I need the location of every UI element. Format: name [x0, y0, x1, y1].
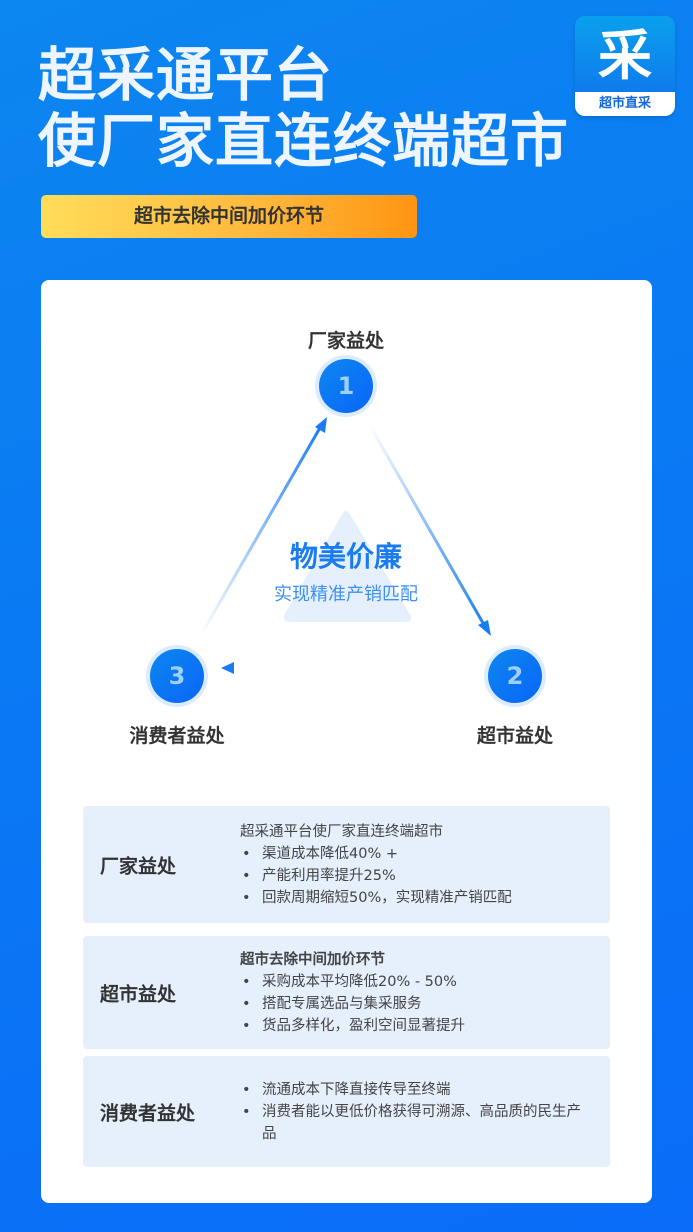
benefits-card: 1 2 3 厂家益处 超市益处 消费者益处 物美价廉 实现精准产销匹配 厂家益处… [41, 280, 652, 1203]
panel-supermarket: 超市益处 超市去除中间加价环节 采购成本平均降低20% - 50% 搭配专属选品… [83, 936, 610, 1049]
list-item: 消费者能以更低价格获得可溯源、高品质的民生产品 [240, 1101, 590, 1145]
panel-title: 消费者益处 [100, 1102, 196, 1124]
list-item: 流通成本下降直接传导至终端 [240, 1079, 590, 1101]
center-subtitle: 实现精准产销匹配 [274, 584, 418, 605]
center-triangle-shape [283, 510, 412, 622]
title-line-2: 使厂家直连终端超市 [38, 107, 570, 175]
node-2-number: 2 [506, 662, 524, 690]
arrowhead-2 [478, 620, 491, 636]
list-item: 搭配专属选品与集采服务 [240, 993, 590, 1015]
center-title: 物美价廉 [289, 540, 403, 573]
node-3-label: 消费者益处 [129, 725, 225, 747]
panel-consumer: 消费者益处 流通成本下降直接传导至终端 消费者能以更低价格获得可溯源、高品质的民… [83, 1056, 610, 1167]
node-2-label: 超市益处 [476, 725, 554, 747]
logo-char: 采 [598, 23, 652, 87]
node-3-number: 3 [168, 662, 186, 690]
list-item: 产能利用率提升25% [240, 865, 590, 887]
list-item: 回款周期缩短50%，实现精准产销匹配 [240, 887, 590, 909]
logo-caption: 超市直采 [575, 92, 675, 116]
arrowhead-3 [221, 662, 234, 674]
node-1-label: 厂家益处 [307, 330, 385, 352]
app-logo: 采 超市直采 [575, 16, 675, 116]
list-item: 采购成本平均降低20% - 50% [240, 971, 590, 993]
panel-title: 厂家益处 [100, 855, 177, 877]
arrow-1-to-2 [367, 423, 489, 631]
benefit-cycle-diagram [146, 355, 546, 707]
arrowhead-1 [315, 417, 327, 433]
panel-head: 超采通平台使厂家直连终端超市 [240, 823, 443, 840]
node-1-number: 1 [337, 372, 355, 400]
arrow-3-to-1 [199, 425, 323, 636]
list-item: 货品多样化，盈利空间显著提升 [240, 1015, 590, 1037]
subtitle-badge: 超市去除中间加价环节 [41, 195, 417, 238]
panel-head: 超市去除中间加价环节 [240, 951, 385, 968]
title-line-1: 超采通平台 [38, 41, 334, 109]
list-item: 渠道成本降低40% + [240, 843, 590, 865]
panel-title: 超市益处 [100, 983, 177, 1005]
panel-manufacturer: 厂家益处 超采通平台使厂家直连终端超市 渠道成本降低40% + 产能利用率提升2… [83, 806, 610, 923]
